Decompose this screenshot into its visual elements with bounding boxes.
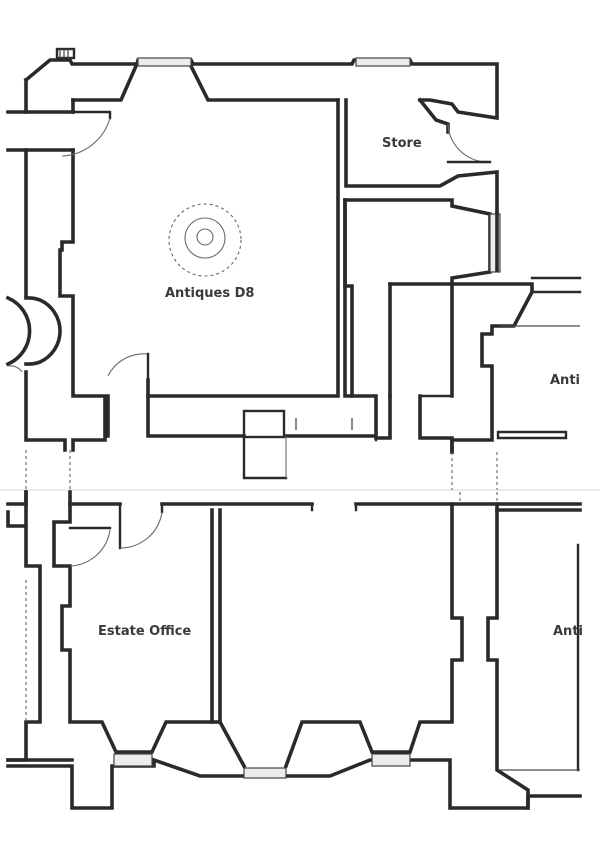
- room-label-antiques-d8: Antiques D8: [165, 286, 254, 301]
- chimney-stub: [55, 47, 76, 60]
- hall-middle-right: [343, 198, 501, 454]
- room-anti-upper: Anti: [450, 276, 582, 454]
- corridor-doors: [107, 352, 353, 480]
- bottom-exterior-wall: [6, 757, 582, 810]
- upper-section: Antiques D8: [5, 47, 582, 490]
- window-right-hall: [489, 213, 501, 273]
- window-bottom-2: [243, 767, 287, 779]
- window-top-right: [355, 57, 411, 67]
- room-label-estate-office: Estate Office: [98, 624, 191, 639]
- room-antiques-d8: Antiques D8: [58, 98, 378, 452]
- ceiling-rose-icon: [168, 203, 242, 277]
- left-wall-lower: [6, 490, 42, 762]
- corridor-wall-lower: [6, 490, 582, 506]
- window-bottom-1: [113, 753, 153, 767]
- lower-section: Estate Office Anti: [6, 490, 583, 810]
- room-store: Store: [344, 97, 499, 214]
- window-top-left: [137, 57, 192, 67]
- room-label-anti-upper: Anti: [550, 373, 580, 388]
- window-bottom-3: [371, 753, 411, 767]
- room-label-store: Store: [382, 136, 422, 151]
- top-exterior-wall: [23, 58, 499, 121]
- right-wall-lower: [486, 502, 530, 810]
- left-entrance: [5, 98, 112, 452]
- room-middle-lower: [218, 502, 464, 769]
- room-label-anti-lower: Anti: [553, 624, 583, 639]
